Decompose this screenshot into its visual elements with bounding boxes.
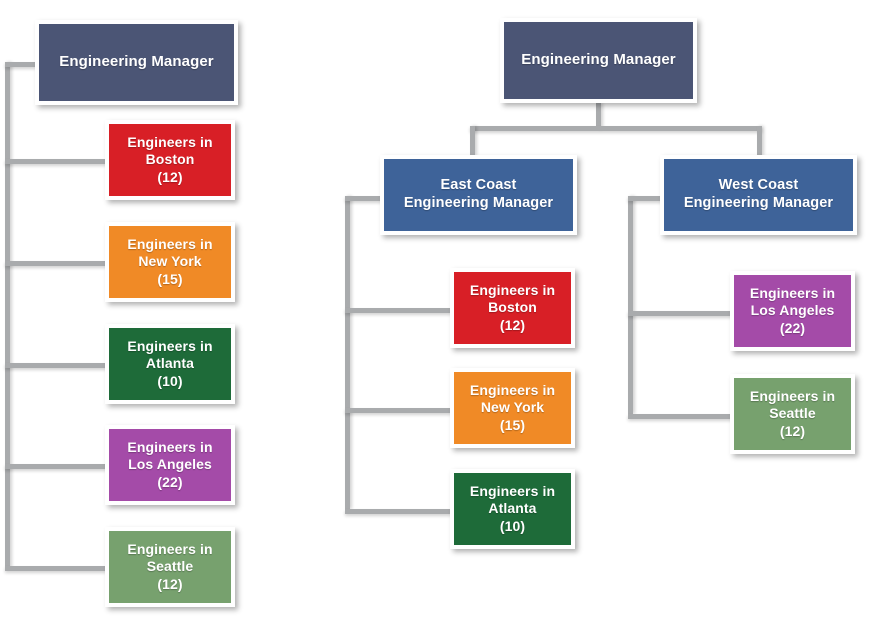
node-engineers-seattle-west[interactable]: Engineers in Seattle (12)	[730, 374, 855, 454]
connector-trunk-east	[345, 196, 350, 509]
connector-to-newyork-left	[5, 261, 108, 266]
connector-root-stub-right	[596, 103, 601, 129]
node-label: Engineers in Seattle (12)	[749, 388, 836, 439]
connector-to-west-manager	[628, 196, 663, 201]
node-engineers-boston-east[interactable]: Engineers in Boston (12)	[450, 268, 575, 348]
node-engineering-manager-regional[interactable]: Engineering Manager	[500, 18, 697, 103]
node-east-coast-engineering-manager[interactable]: East Coast Engineering Manager	[380, 155, 577, 235]
connector-trunk-left	[5, 62, 10, 568]
node-label: Engineers in New York (15)	[127, 236, 213, 287]
connector-to-losangeles-west	[628, 311, 734, 316]
node-label: Engineers in Atlanta (10)	[127, 338, 213, 389]
node-engineering-manager-flat[interactable]: Engineering Manager	[35, 20, 238, 105]
node-label: Engineers in New York (15)	[469, 382, 556, 433]
node-engineers-boston-flat[interactable]: Engineers in Boston (12)	[105, 120, 235, 200]
node-label: Engineers in Boston (12)	[127, 134, 213, 185]
connector-to-boston-left	[5, 159, 108, 164]
node-engineers-losangeles-west[interactable]: Engineers in Los Angeles (22)	[730, 271, 855, 351]
connector-to-atlanta-east	[345, 509, 452, 514]
connector-to-root-left	[5, 62, 37, 67]
node-label: West Coast Engineering Manager	[683, 177, 834, 211]
node-engineers-seattle-flat[interactable]: Engineers in Seattle (12)	[105, 527, 235, 607]
connector-drop-west	[757, 126, 762, 156]
node-label: Engineers in Seattle (12)	[127, 541, 213, 592]
node-label: Engineers in Los Angeles (22)	[127, 439, 213, 490]
node-label: Engineering Manager	[59, 53, 214, 71]
connector-to-seattle-left	[5, 566, 108, 571]
connector-to-losangeles-left	[5, 464, 108, 469]
connector-to-boston-east	[345, 308, 452, 313]
connector-to-seattle-west	[628, 414, 734, 419]
node-west-coast-engineering-manager[interactable]: West Coast Engineering Manager	[660, 155, 857, 235]
connector-to-atlanta-left	[5, 363, 108, 368]
node-engineers-atlanta-east[interactable]: Engineers in Atlanta (10)	[450, 469, 575, 549]
connector-to-east-manager	[345, 196, 383, 201]
node-engineers-losangeles-flat[interactable]: Engineers in Los Angeles (22)	[105, 425, 235, 505]
connector-crossbar-right	[470, 126, 762, 131]
node-label: Engineering Manager	[521, 51, 676, 69]
node-engineers-newyork-east[interactable]: Engineers in New York (15)	[450, 368, 575, 448]
node-engineers-newyork-flat[interactable]: Engineers in New York (15)	[105, 222, 235, 302]
node-label: East Coast Engineering Manager	[403, 177, 554, 211]
connector-drop-east	[470, 126, 475, 156]
node-engineers-atlanta-flat[interactable]: Engineers in Atlanta (10)	[105, 324, 235, 404]
connector-to-newyork-east	[345, 408, 452, 413]
node-label: Engineers in Los Angeles (22)	[749, 285, 836, 336]
connector-trunk-west	[628, 196, 633, 414]
node-label: Engineers in Boston (12)	[469, 282, 556, 333]
node-label: Engineers in Atlanta (10)	[469, 483, 556, 534]
